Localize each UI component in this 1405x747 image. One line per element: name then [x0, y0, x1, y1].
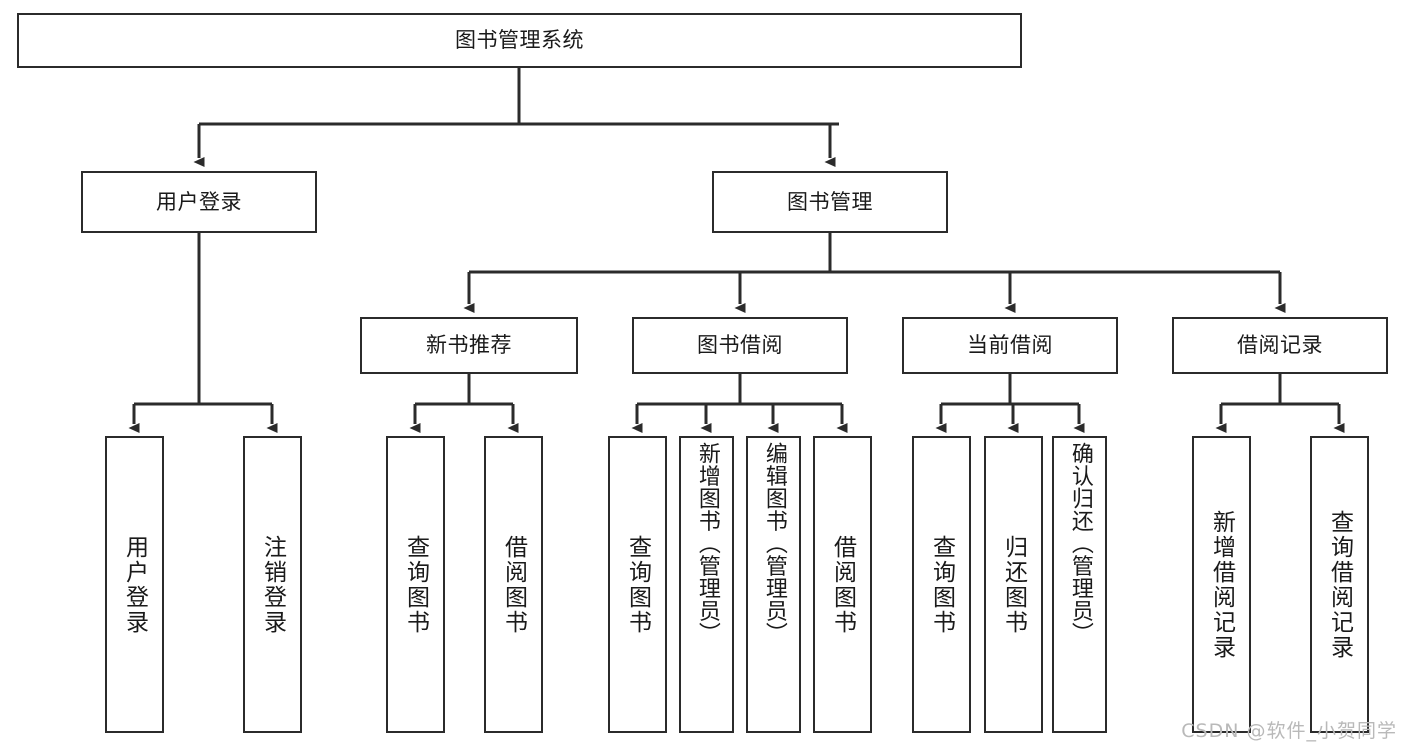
node-root-label: 图书管理系统 — [455, 28, 584, 53]
node-root[interactable]: 图书管理系统 — [17, 13, 1022, 68]
node-user-login-label: 用户登录 — [156, 189, 242, 214]
node-leaf-add-book-label: 新增图书（管理员） — [694, 442, 720, 645]
node-leaf-query-book-3-label: 查询图书 — [928, 534, 955, 635]
node-book-borrow-label: 图书借阅 — [697, 333, 783, 358]
node-borrow-record[interactable]: 借阅记录 — [1172, 317, 1388, 374]
node-leaf-add-record-label: 新增借阅记录 — [1208, 509, 1235, 660]
node-leaf-query-book-1-label: 查询图书 — [402, 534, 429, 635]
node-leaf-user-login[interactable]: 用户登录 — [105, 436, 164, 733]
node-leaf-return-book-label: 归还图书 — [1000, 534, 1027, 635]
node-leaf-add-record[interactable]: 新增借阅记录 — [1192, 436, 1251, 733]
node-new-book-recommend-label: 新书推荐 — [426, 333, 512, 358]
node-user-login[interactable]: 用户登录 — [81, 171, 317, 233]
node-leaf-logout-label: 注销登录 — [259, 534, 286, 635]
node-leaf-user-login-label: 用户登录 — [121, 534, 148, 635]
node-borrow-record-label: 借阅记录 — [1237, 333, 1323, 358]
node-leaf-query-book-2[interactable]: 查询图书 — [608, 436, 667, 733]
node-leaf-query-record-label: 查询借阅记录 — [1326, 509, 1353, 660]
node-current-borrow-label: 当前借阅 — [967, 333, 1053, 358]
node-leaf-borrow-book-1-label: 借阅图书 — [500, 534, 527, 635]
node-leaf-confirm-return-label: 确认归还（管理员） — [1067, 442, 1093, 645]
node-leaf-return-book[interactable]: 归还图书 — [984, 436, 1043, 733]
node-leaf-borrow-book-1[interactable]: 借阅图书 — [484, 436, 543, 733]
node-leaf-borrow-book-2[interactable]: 借阅图书 — [813, 436, 872, 733]
node-book-manage-label: 图书管理 — [787, 189, 873, 214]
node-leaf-add-book[interactable]: 新增图书（管理员） — [679, 436, 734, 733]
node-leaf-query-book-3[interactable]: 查询图书 — [912, 436, 971, 733]
node-leaf-edit-book-label: 编辑图书（管理员） — [761, 442, 787, 645]
node-leaf-edit-book[interactable]: 编辑图书（管理员） — [746, 436, 801, 733]
node-current-borrow[interactable]: 当前借阅 — [902, 317, 1118, 374]
node-new-book-recommend[interactable]: 新书推荐 — [360, 317, 578, 374]
node-leaf-borrow-book-2-label: 借阅图书 — [829, 534, 856, 635]
node-leaf-query-book-2-label: 查询图书 — [624, 534, 651, 635]
node-book-manage[interactable]: 图书管理 — [712, 171, 948, 233]
node-leaf-confirm-return[interactable]: 确认归还（管理员） — [1052, 436, 1107, 733]
node-leaf-query-record[interactable]: 查询借阅记录 — [1310, 436, 1369, 733]
node-leaf-query-book-1[interactable]: 查询图书 — [386, 436, 445, 733]
node-leaf-logout[interactable]: 注销登录 — [243, 436, 302, 733]
node-book-borrow[interactable]: 图书借阅 — [632, 317, 848, 374]
